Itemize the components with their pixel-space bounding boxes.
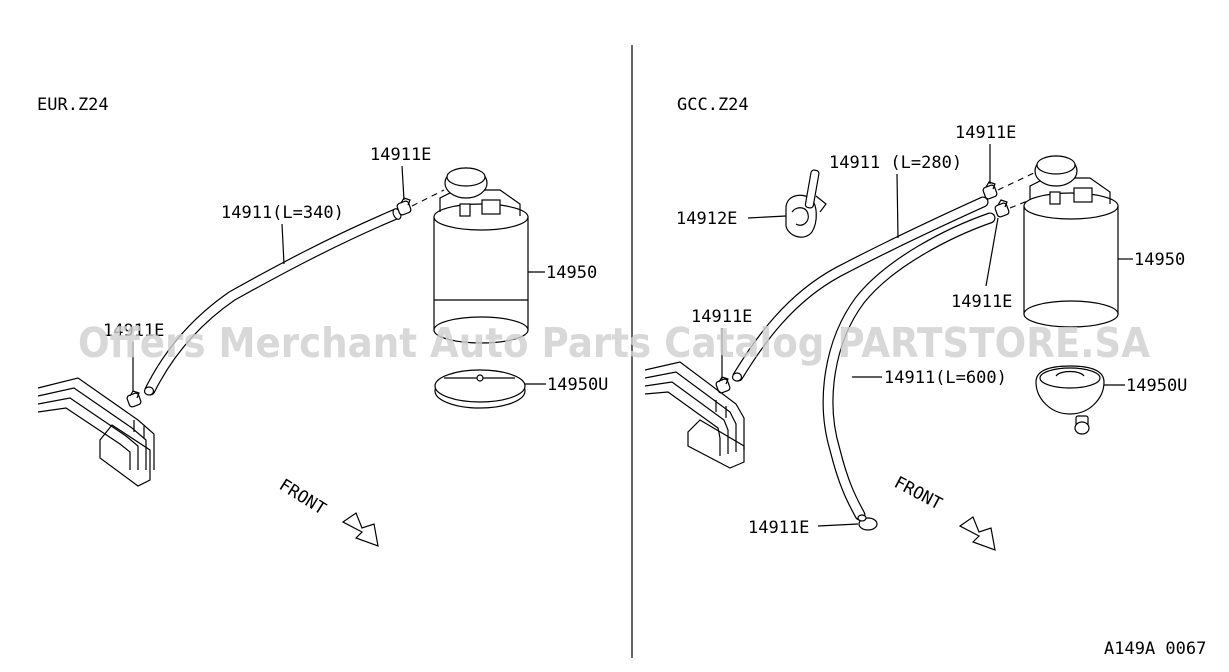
right-section: GCC.Z24 [644, 95, 1187, 551]
left-label-cap: 14950U [547, 375, 608, 395]
left-clamp-top-icon [396, 197, 412, 216]
right-clamp-mid-icon [994, 199, 1010, 218]
right-cap-icon [1035, 365, 1105, 435]
left-front-arrow-icon [341, 512, 379, 547]
right-clamp-left-icon [715, 376, 731, 394]
left-label-clamp-bottom: 14911E [103, 321, 164, 341]
left-cap-icon [434, 369, 526, 409]
left-front-label: FRONT [275, 475, 329, 519]
left-connection-dash [411, 189, 445, 207]
right-label-bracket: 14912E [676, 209, 737, 229]
right-canister-icon [1023, 155, 1119, 328]
right-hose-upper-inner [733, 197, 988, 381]
right-bracket-icon [785, 169, 827, 238]
right-label-canister: 14950 [1134, 250, 1185, 270]
right-label-clamp-top: 14911E [955, 123, 1016, 143]
left-section-title: EUR.Z24 [37, 95, 109, 115]
right-clamp-top-icon [982, 181, 998, 200]
left-label-canister: 14950 [546, 263, 597, 283]
right-front-label: FRONT [891, 473, 946, 515]
left-label-clamp-top: 14911E [370, 145, 431, 165]
right-pipe-bundle-icon [644, 361, 745, 469]
right-label-clamp-mid: 14911E [951, 292, 1012, 312]
right-hose-lower-inner [823, 213, 995, 520]
right-hose-upper-end [731, 372, 743, 382]
right-leader-bracket [747, 215, 787, 219]
right-section-title: GCC.Z24 [677, 95, 749, 115]
right-label-clamp-bottom: 14911E [748, 518, 809, 538]
left-hose-inner [145, 209, 401, 395]
right-label-cap: 14950U [1126, 376, 1187, 396]
left-label-hose: 14911(L=340) [221, 203, 344, 223]
right-label-hose-lower: 14911(L=600) [884, 368, 1007, 388]
left-hose-end-bottom [143, 386, 155, 396]
right-leader-hose-upper [896, 173, 899, 239]
right-connection-dash-1 [997, 171, 1037, 191]
right-label-clamp-left: 14911E [691, 307, 752, 327]
left-leader-clamp-top [401, 165, 405, 201]
right-leader-clamp-mid [985, 217, 999, 287]
left-clamp-bottom-icon [126, 390, 142, 408]
left-canister-icon [433, 167, 529, 344]
figure-code: A149A 0067 [1104, 639, 1206, 659]
right-leader-clamp-bottom [817, 523, 859, 527]
left-section: EUR.Z24 [37, 95, 608, 547]
watermark-text: Offers Merchant Auto Parts Catalog PARTS… [78, 319, 1150, 367]
right-front-arrow-icon [958, 516, 996, 551]
right-clamp-bottom-icon [857, 514, 878, 531]
left-leader-hose [281, 223, 285, 265]
left-pipe-bundle-icon [37, 377, 155, 487]
right-label-hose-upper: 14911 (L=280) [829, 153, 962, 173]
